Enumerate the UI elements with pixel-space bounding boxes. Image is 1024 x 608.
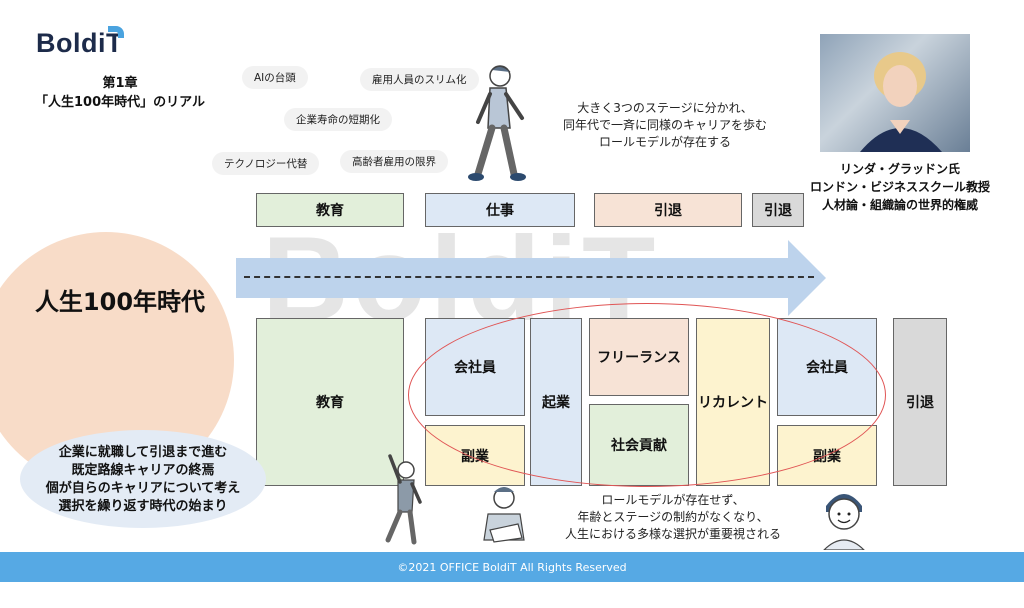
cloud-line: 企業に就職して引退まで進む: [58, 445, 228, 460]
top-note-line: 同年代で一斉に同様のキャリアを歩む: [562, 118, 767, 132]
stage-new-education: 教育: [256, 318, 404, 486]
bottom-note-line: 人生における多様な選択が重要視される: [564, 527, 781, 541]
cloud-line: 個が自らのキャリアについて考え: [45, 481, 241, 496]
bubble-ai: AIの台頭: [242, 66, 308, 89]
bubble-slim: 雇用人員のスリム化: [360, 68, 479, 91]
timeline-dashed-line: [244, 276, 814, 278]
portrait-icon: [860, 52, 942, 152]
person-name: リンダ・グラッドン氏: [839, 162, 960, 176]
bottom-note: ロールモデルが存在せず、 年齢とステージの制約がなくなり、 人生における多様な選…: [548, 492, 798, 543]
cloud-shape: [20, 430, 266, 528]
portrait-photo: [820, 34, 970, 152]
stage-old-retire: 引退: [594, 193, 742, 227]
bubble-lifespan: 企業寿命の短期化: [284, 108, 392, 131]
cloud-line: 選択を繰り返す時代の始まり: [58, 499, 228, 514]
diversity-highlight-ellipse: [408, 303, 886, 487]
smiling-person-icon: [823, 494, 865, 550]
cloud-line: 既定路線キャリアの終焉: [71, 463, 215, 478]
main-circle-label: 人生100年時代: [34, 288, 206, 316]
chapter-subtitle: 「人生100年時代」のリアル: [34, 95, 205, 110]
logo-accent-icon: [108, 26, 124, 38]
footer-copyright: ©2021 OFFICE BoldiT All Rights Reserved: [0, 552, 1024, 582]
stage-old-work: 仕事: [425, 193, 575, 227]
arrow-head-icon: [788, 240, 826, 316]
cloud-text: 企業に就職して引退まで進む 既定路線キャリアの終焉 個が自らのキャリアについて考…: [30, 444, 256, 516]
stage-old-retire-small: 引退: [752, 193, 804, 227]
top-note-line: ロールモデルが存在する: [598, 135, 731, 149]
chapter-number: 第1章: [102, 76, 138, 91]
top-note-line: 大きく3つのステージに分かれ、: [577, 101, 753, 115]
reading-person-icon: [483, 487, 525, 543]
bottom-note-line: ロールモデルが存在せず、: [601, 493, 745, 507]
cheering-person-icon: [385, 454, 422, 545]
bubble-tech: テクノロジー代替: [212, 152, 320, 175]
timeline-arrow: [236, 258, 790, 298]
chapter-title: 第1章 「人生100年時代」のリアル: [20, 74, 220, 112]
walking-person-icon: [468, 65, 526, 181]
bubble-elderly: 高齢者雇用の限界: [340, 150, 448, 173]
stage-new-retire: 引退: [893, 318, 947, 486]
person-caption: リンダ・グラッドン氏 ロンドン・ビジネススクール教授 人材論・組織論の世界的権威: [800, 160, 1000, 214]
person-title: ロンドン・ビジネススクール教授: [809, 180, 990, 194]
top-note: 大きく3つのステージに分かれ、 同年代で一斉に同様のキャリアを歩む ロールモデル…: [540, 100, 790, 151]
stage-old-education: 教育: [256, 193, 404, 227]
person-title: 人材論・組織論の世界的権威: [821, 198, 978, 212]
bottom-note-line: 年齢とステージの制約がなくなり、: [577, 510, 769, 524]
